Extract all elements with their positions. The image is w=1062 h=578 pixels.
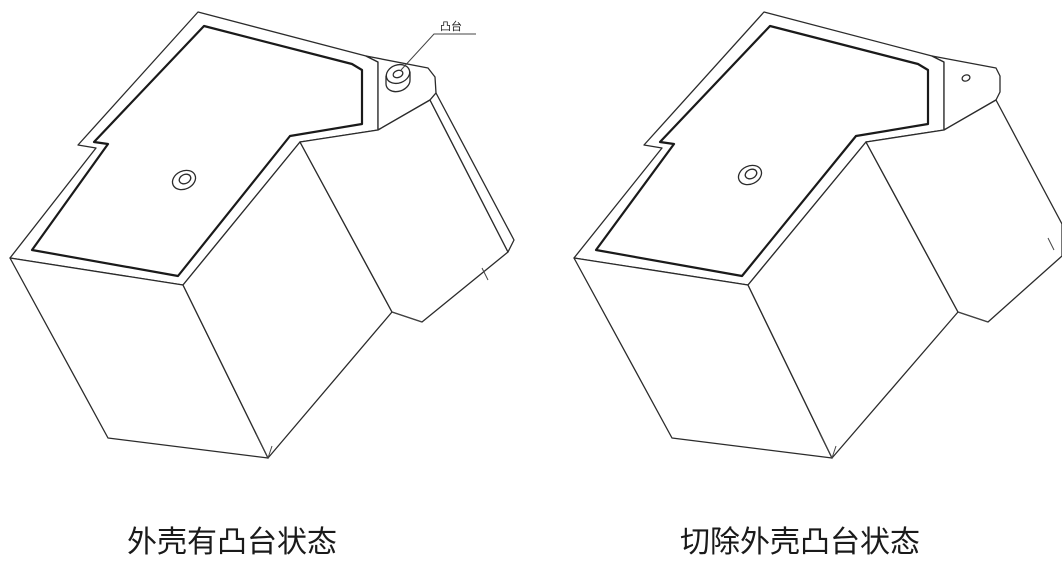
center-hole-inner-2 [744, 168, 758, 180]
center-hole-inner [178, 173, 192, 185]
bottom-fillet-left [255, 433, 273, 460]
bottom-fillet-right [481, 267, 489, 281]
boss-cut-hole [961, 74, 971, 82]
callout-leader [400, 33, 476, 71]
top-face-recess-2 [594, 24, 930, 278]
center-hole-outer [171, 169, 197, 191]
rear-fillet-2 [1047, 237, 1055, 251]
upper-right-wall-2 [931, 55, 1001, 131]
housing-with-boss: 凸台 [9, 11, 515, 460]
housing-boss-removed [573, 11, 1062, 460]
rear-block-side [429, 92, 515, 253]
center-hole-outer-2 [737, 164, 763, 186]
bottom-edge-detail [391, 311, 423, 323]
bottom-fillet-left-2 [819, 433, 837, 460]
top-face-recess [30, 24, 364, 278]
caption-left: 外壳有凸台状态 [127, 525, 337, 560]
bottom-edge-detail-2 [957, 311, 989, 323]
boss [385, 63, 411, 93]
caption-right: 切除外壳凸台状态 [680, 525, 920, 560]
callout-label: 凸台 [440, 19, 462, 33]
